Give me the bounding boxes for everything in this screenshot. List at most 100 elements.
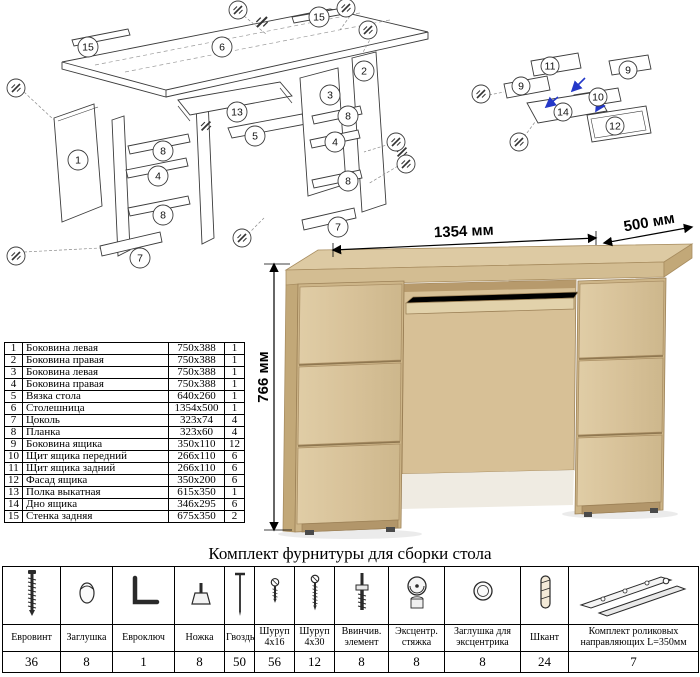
part-qty: 4 bbox=[224, 426, 245, 439]
part-number: 14 bbox=[4, 498, 23, 511]
callout-number: 15 bbox=[82, 42, 94, 54]
callout-number: 14 bbox=[557, 107, 569, 119]
callout-number: 7 bbox=[335, 222, 341, 234]
part-name: Боковина правая bbox=[22, 378, 169, 391]
part-name: Боковина ящика bbox=[22, 438, 169, 451]
part-qty: 4 bbox=[224, 414, 245, 427]
callout-number: 8 bbox=[160, 210, 166, 222]
drawer-front bbox=[577, 357, 664, 436]
part-size: 266x110 bbox=[168, 450, 225, 463]
part-name: Щит ящика задний bbox=[22, 462, 169, 475]
hardware-item-qty: 8 bbox=[60, 651, 113, 673]
hardware-item-name: Ножка bbox=[174, 624, 225, 652]
part-name: Фасад ящика bbox=[22, 474, 169, 487]
hardware-icon-cell bbox=[2, 566, 61, 625]
hardware-item-qty: 24 bbox=[520, 651, 569, 673]
callout-number: 3 bbox=[327, 90, 333, 102]
part-qty: 12 bbox=[224, 438, 245, 451]
callout-number: 13 bbox=[231, 107, 243, 119]
hardware-item-name: Заглушка для эксцентрика bbox=[444, 624, 521, 652]
callout-number: 8 bbox=[345, 176, 351, 188]
part-number: 15 bbox=[4, 510, 23, 523]
nail-icon bbox=[234, 572, 245, 616]
hardware-icon-cell bbox=[174, 566, 225, 625]
hardware-icon-cell bbox=[568, 566, 699, 625]
callout-number: 4 bbox=[155, 171, 161, 183]
hardware-icon-cell bbox=[224, 566, 255, 625]
part-qty: 6 bbox=[224, 450, 245, 463]
part-number: 7 bbox=[4, 414, 23, 427]
part-size: 350x200 bbox=[168, 474, 225, 487]
hardware-item-name: Ввинчив. элемент bbox=[334, 624, 389, 652]
hardware-icon-cell bbox=[520, 566, 569, 625]
part-size: 346x295 bbox=[168, 498, 225, 511]
part-number: 13 bbox=[4, 486, 23, 499]
part-name: Вязка стола bbox=[22, 390, 169, 403]
hardware-item-name: Шуруп 4x16 bbox=[254, 624, 295, 652]
hardware-icon-cell bbox=[334, 566, 389, 625]
drawer-front bbox=[576, 434, 663, 507]
part-name: Боковина правая bbox=[22, 354, 169, 367]
part-name: Полка выкатная bbox=[22, 486, 169, 499]
part-size: 750x388 bbox=[168, 378, 225, 391]
part-callouts: 15 6 15 1 8 4 8 7 13 5 3 2 8 4 8 7 bbox=[67, 6, 375, 269]
hardware-kit-table: Евровинт Заглушка Евроключ Ножка Гвоздь … bbox=[2, 566, 699, 673]
part-qty: 1 bbox=[224, 402, 245, 415]
part-qty: 6 bbox=[224, 462, 245, 475]
callout-number: 2 bbox=[361, 66, 367, 78]
hardware-item-name: Гвоздь bbox=[224, 624, 255, 652]
desk-foot bbox=[305, 530, 314, 535]
foot-glide-icon bbox=[190, 583, 211, 605]
part-name: Цоколь bbox=[22, 414, 169, 427]
part-name: Боковина левая bbox=[22, 366, 169, 379]
callout-number: 5 bbox=[252, 131, 258, 143]
dowel-icon bbox=[539, 575, 551, 609]
part-size: 750x388 bbox=[168, 354, 225, 367]
callout-number: 8 bbox=[345, 111, 351, 123]
callout-number: 9 bbox=[625, 65, 631, 77]
part-name: Боковина левая bbox=[22, 342, 169, 355]
part-qty: 2 bbox=[224, 510, 245, 523]
part-size: 323x74 bbox=[168, 414, 225, 427]
part-number: 6 bbox=[4, 402, 23, 415]
part-number: 3 bbox=[4, 366, 23, 379]
hardware-item-qty: 56 bbox=[254, 651, 295, 673]
cam-cap-icon bbox=[472, 581, 493, 601]
part-name: Щит ящика передний bbox=[22, 450, 169, 463]
hardware-item-qty: 8 bbox=[334, 651, 389, 673]
hardware-item-name: Евровинт bbox=[2, 624, 61, 652]
part-number: 11 bbox=[4, 462, 23, 475]
part-number: 1 bbox=[4, 342, 23, 355]
part-qty: 1 bbox=[224, 378, 245, 391]
part-qty: 1 bbox=[224, 366, 245, 379]
hardware-item-qty: 36 bbox=[2, 651, 61, 673]
hardware-icon-cell bbox=[60, 566, 113, 625]
callout-number: 11 bbox=[545, 61, 556, 73]
part-size: 350x110 bbox=[168, 438, 225, 451]
part-size: 323x60 bbox=[168, 426, 225, 439]
hardware-icon-cell bbox=[294, 566, 335, 625]
callout-number: 1 bbox=[75, 155, 81, 167]
hardware-icon-cell bbox=[254, 566, 295, 625]
width-dimension-label: 1354 мм bbox=[434, 222, 494, 242]
part-number: 5 bbox=[4, 390, 23, 403]
part-size: 675x350 bbox=[168, 510, 225, 523]
drawer-front bbox=[298, 283, 403, 365]
callout-number: 8 bbox=[160, 146, 166, 158]
drawer-front bbox=[296, 443, 401, 525]
drawer-assembly-diagram: 11 9 9 10 14 12 bbox=[471, 52, 652, 152]
part-number: 8 bbox=[4, 426, 23, 439]
